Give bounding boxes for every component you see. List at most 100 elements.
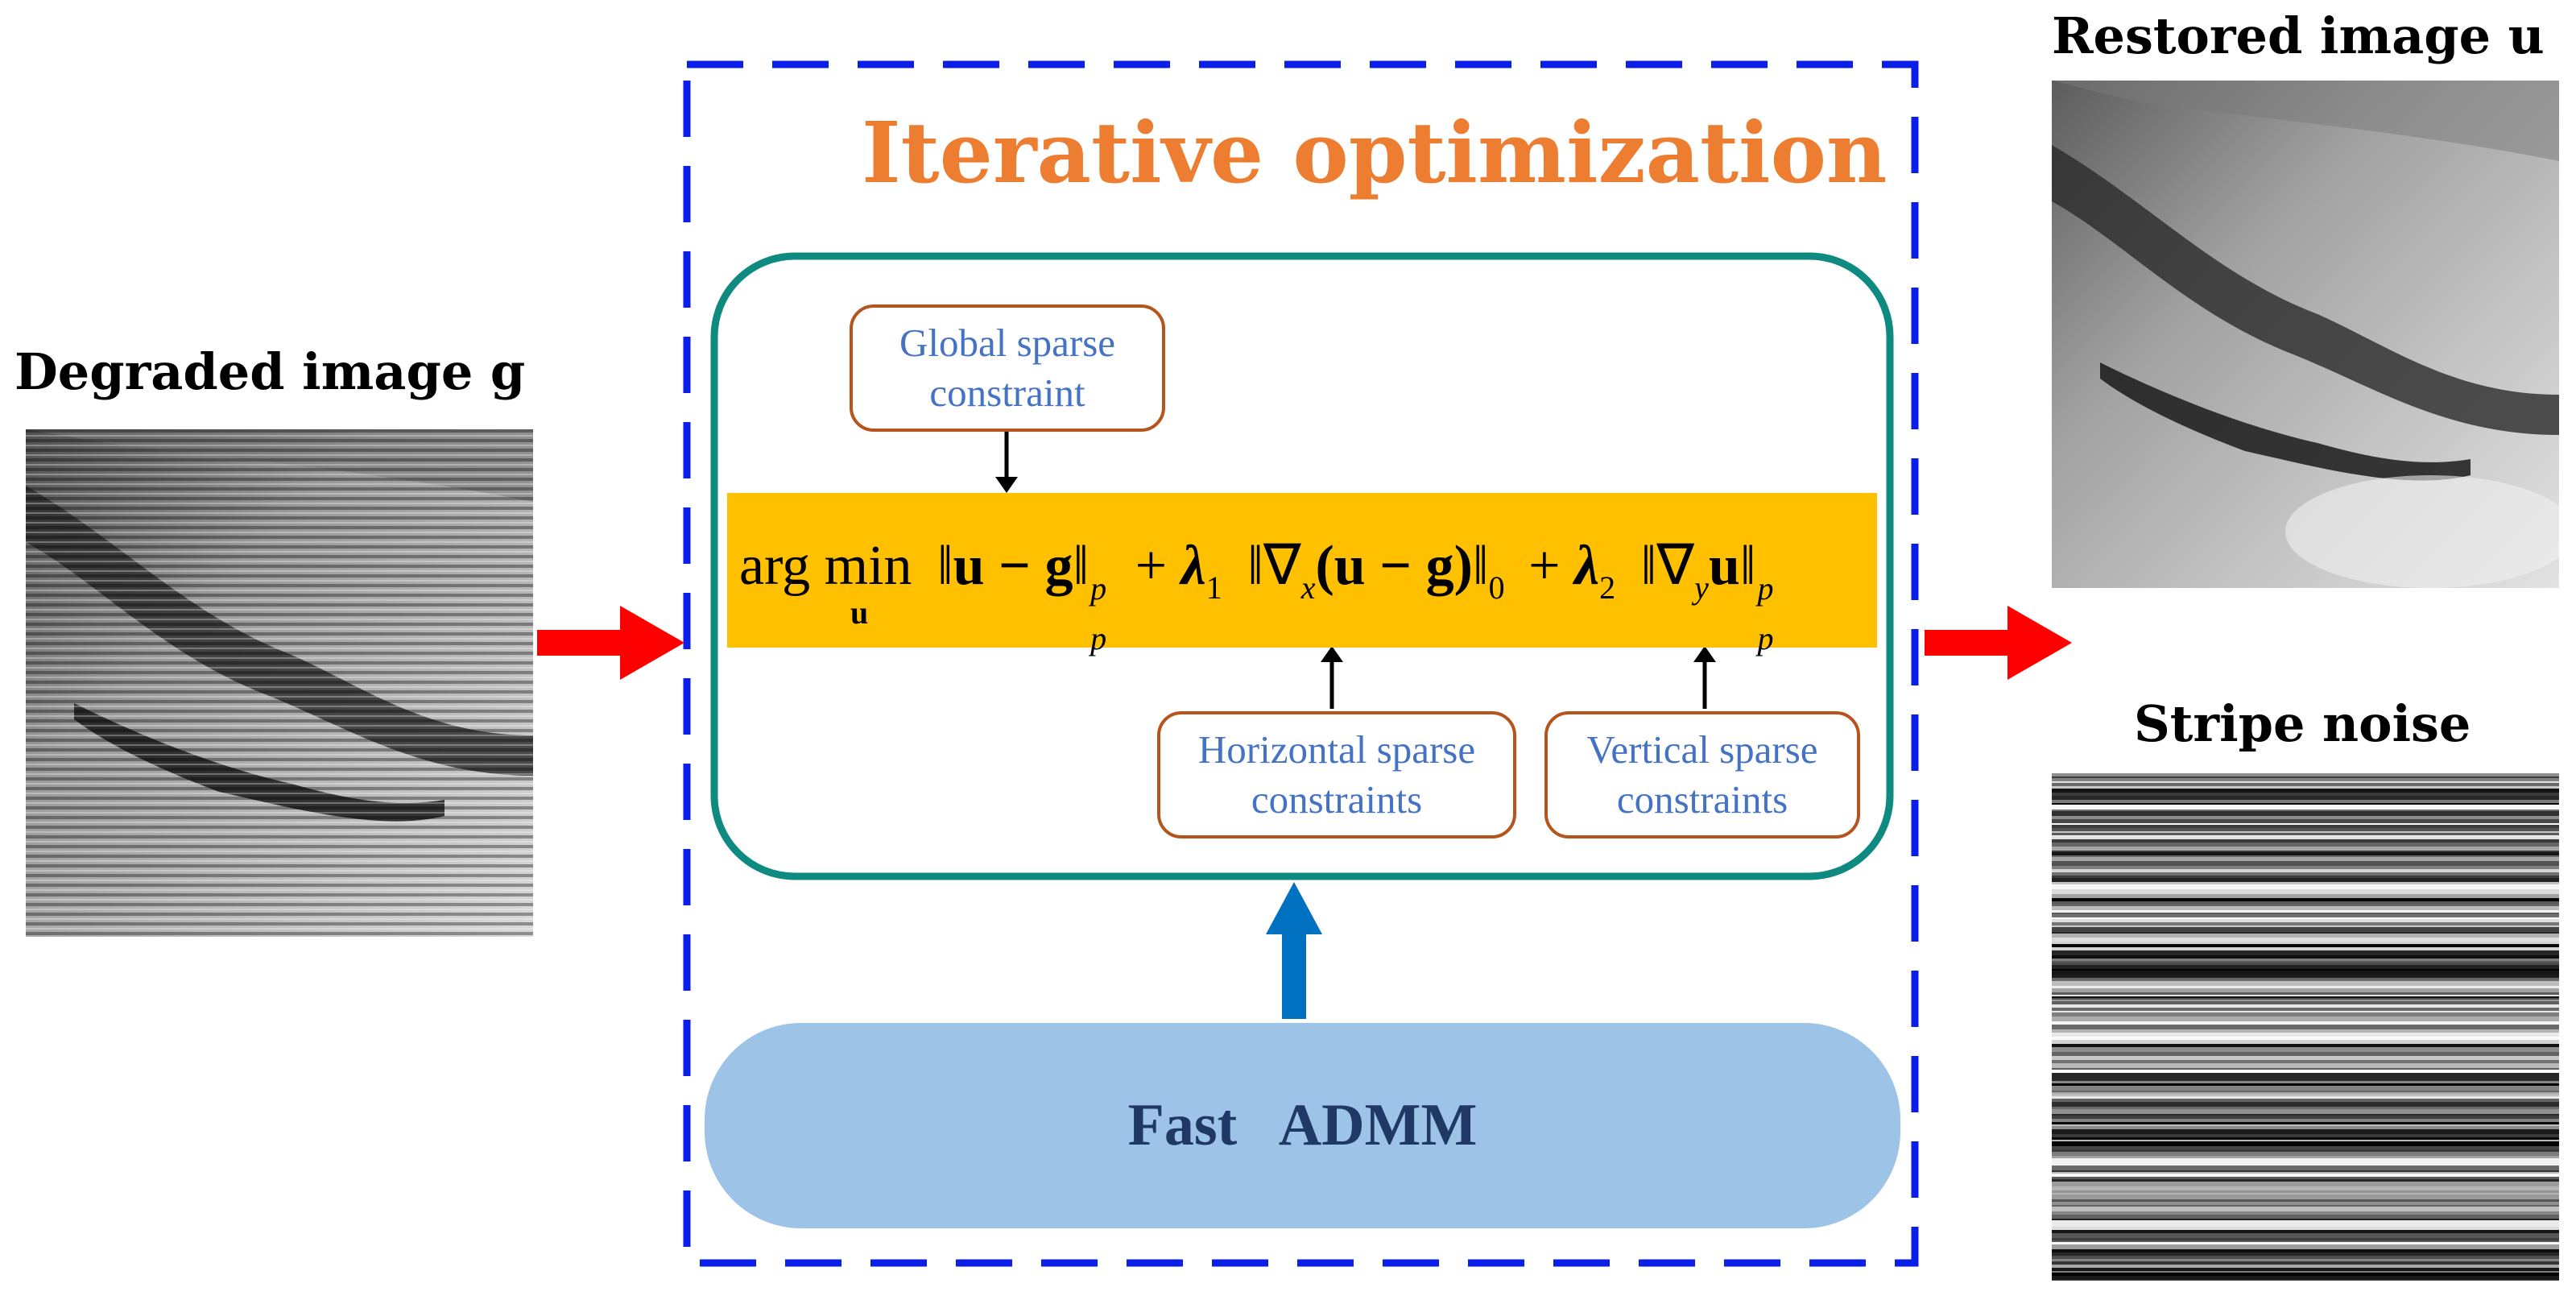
stripe-line [2052, 819, 2559, 823]
stripe-line [2052, 1195, 2559, 1199]
stripe-line [2052, 1215, 2559, 1219]
stripe-line [2052, 988, 2559, 992]
stripe-line [2052, 1068, 2559, 1070]
degraded-image [26, 429, 533, 937]
stripe-line [2052, 995, 2559, 996]
stripe-line [2052, 789, 2559, 793]
input-arrow [537, 606, 684, 680]
stripe-line [2052, 1094, 2559, 1096]
stripe-line [2052, 1096, 2559, 1099]
stripe-line [2052, 981, 2559, 983]
stripe-line [2052, 1129, 2559, 1134]
stripe-line [2052, 1116, 2559, 1119]
output-arrow [1925, 606, 2072, 680]
stripe-line [2052, 1156, 2559, 1158]
stripe-line [2052, 1230, 2559, 1233]
stripe-line [2052, 1083, 2559, 1086]
stripe-line [2052, 889, 2559, 894]
stripe-line [2052, 852, 2559, 855]
stripe-line [2052, 1166, 2559, 1170]
stripe-line [2052, 869, 2559, 872]
nabla-y: ∇ [1656, 535, 1695, 597]
stripe-line [2052, 876, 2559, 878]
stripe-noise-image [2052, 773, 2559, 1281]
stripe-line [2052, 1227, 2559, 1230]
plus2: + [1528, 535, 1561, 597]
stripe-line [2052, 1172, 2559, 1174]
stripe-line [2052, 861, 2559, 866]
stripe-line [2052, 934, 2559, 938]
stripe-line [2052, 828, 2559, 831]
stripe-pattern [2052, 773, 2559, 1281]
stripe-line [2052, 1152, 2559, 1156]
stripe-line [2052, 950, 2559, 955]
stripe-line [2052, 1219, 2559, 1220]
stripe-line [2052, 1122, 2559, 1124]
stripe-noise-label: Stripe noise [2134, 694, 2471, 753]
stripe-line [2052, 1011, 2559, 1012]
stripe-line [2052, 793, 2559, 796]
lambda2: λ [1574, 535, 1600, 597]
stripe-line [2052, 978, 2559, 981]
stripe-line [2052, 969, 2559, 971]
stripe-line [2052, 1273, 2559, 1276]
global-sparse-callout: Global sparse constraint [850, 304, 1165, 432]
stripe-line [2052, 946, 2559, 947]
stripe-line [2052, 1249, 2559, 1253]
stripe-line [2052, 938, 2559, 942]
stripe-line [2052, 783, 2559, 786]
restored-image [2052, 81, 2559, 588]
stripe-line [2052, 986, 2559, 988]
stripe-line [2052, 910, 2559, 913]
stripe-line [2052, 963, 2559, 965]
stripe-line [2052, 1177, 2559, 1179]
stripe-line [2052, 1086, 2559, 1091]
stripe-line [2052, 884, 2559, 889]
stripe-line [2052, 805, 2559, 809]
stripe-line [2052, 955, 2559, 959]
stripe-line [2052, 942, 2559, 944]
stripe-line [2052, 971, 2559, 975]
stripe-line [2052, 898, 2559, 901]
stripe-line [2052, 1037, 2559, 1040]
horizontal-sparse-callout: Horizontal sparse constraints [1157, 711, 1516, 838]
stripe-line [2052, 1182, 2559, 1186]
stripe-line [2052, 878, 2559, 882]
vertical-constraint-arrow [1693, 646, 1716, 709]
degraded-image-label: Degraded image g [14, 342, 526, 401]
stripe-line [2052, 882, 2559, 884]
vertical-sparse-callout: Vertical sparse constraints [1544, 711, 1860, 838]
stripe-line [2052, 1205, 2559, 1207]
restored-image-label: Restored image u [2052, 6, 2545, 65]
stripe-line [2052, 1134, 2559, 1137]
stripe-line [2052, 1077, 2559, 1081]
stripe-line [2052, 1099, 2559, 1102]
stripe-line [2052, 1140, 2559, 1141]
stripe-line [2052, 1017, 2559, 1021]
stripe-line [2052, 1280, 2559, 1281]
stripe-line [2052, 901, 2559, 904]
stripe-line [2052, 1190, 2559, 1193]
term2-sub: 0 [1488, 569, 1505, 606]
term1-sub: p [1090, 620, 1107, 656]
stripe-line [2052, 922, 2559, 925]
stripe-line [2052, 959, 2559, 961]
stripe-line [2052, 773, 2559, 776]
stripe-line [2052, 796, 2559, 800]
stripe-line [2052, 1271, 2559, 1273]
stripe-line [2052, 983, 2559, 986]
term3: u [1708, 535, 1740, 597]
stripe-line [2052, 1000, 2559, 1001]
stripe-line [2052, 1233, 2559, 1238]
stripe-line [2052, 866, 2559, 869]
stripe-line [2052, 1119, 2559, 1122]
stripe-line [2052, 1047, 2559, 1052]
stripe-line [2052, 975, 2559, 978]
stripe-line [2052, 1102, 2559, 1107]
term3-sup: p [1757, 570, 1774, 607]
stripe-line [2052, 944, 2559, 946]
stripe-line [2052, 1174, 2559, 1177]
stripe-line [2052, 917, 2559, 919]
stripe-line [2052, 1044, 2559, 1047]
stripe-line [2052, 1021, 2559, 1025]
